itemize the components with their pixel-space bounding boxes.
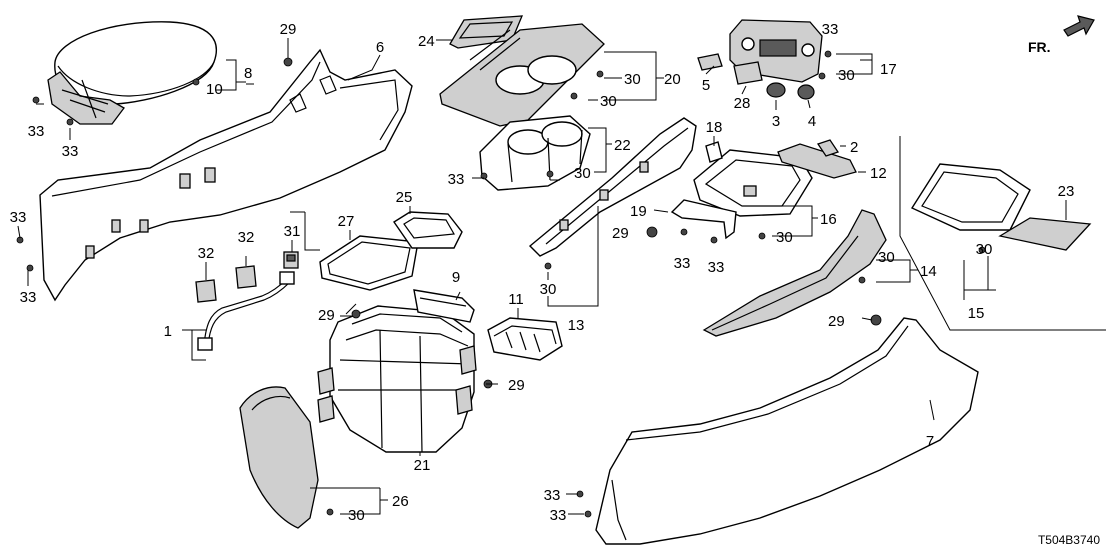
callout-30: 30 <box>540 281 557 298</box>
front-direction-label: FR. <box>1028 39 1051 55</box>
callout-26: 26 <box>392 493 409 510</box>
callout-29: 29 <box>318 307 335 324</box>
callout-3: 3 <box>772 113 780 130</box>
rear-panel-part <box>39 48 413 302</box>
side-panel-part <box>595 317 979 545</box>
callout-10: 10 <box>206 81 223 98</box>
callout-33: 33 <box>708 259 725 276</box>
callout-13: 13 <box>568 317 585 334</box>
fastener-icons <box>16 50 986 518</box>
callout-14: 14 <box>920 263 937 280</box>
console-box-part <box>317 305 477 453</box>
callout-23: 23 <box>1058 183 1075 200</box>
callout-15: 15 <box>968 305 985 322</box>
inset-frame <box>899 136 1106 331</box>
callout-33: 33 <box>448 171 465 188</box>
callout-33: 33 <box>544 487 561 504</box>
callout-33: 33 <box>674 255 691 272</box>
callout-labels: 1 2 3 4 5 6 7 8 9 10 11 12 13 14 15 16 1… <box>10 21 1101 547</box>
callout-9: 9 <box>452 269 460 286</box>
callout-25: 25 <box>396 189 413 206</box>
callout-6: 6 <box>376 39 384 56</box>
callout-30: 30 <box>976 241 993 258</box>
callout-31: 31 <box>284 223 301 240</box>
bracket-part <box>670 199 737 240</box>
callout-33: 33 <box>10 209 27 226</box>
callout-24: 24 <box>418 33 435 50</box>
mat-part <box>998 217 1092 251</box>
callout-28: 28 <box>734 95 751 112</box>
front-direction-icon <box>1063 15 1095 37</box>
callout-19: 19 <box>630 203 647 220</box>
callout-27: 27 <box>338 213 355 230</box>
callout-29: 29 <box>828 313 845 330</box>
cover-plate-part <box>777 143 857 179</box>
side-cover-part <box>239 386 319 529</box>
callout-12: 12 <box>870 165 887 182</box>
callout-5: 5 <box>702 77 710 94</box>
callout-30: 30 <box>600 93 617 110</box>
callout-30: 30 <box>574 165 591 182</box>
armrest-lid-part <box>47 21 218 125</box>
harness-part <box>197 271 295 351</box>
callout-16: 16 <box>820 211 837 228</box>
cup-holder-panel-part <box>439 23 605 127</box>
callout-29: 29 <box>508 377 525 394</box>
callout-17: 17 <box>880 61 897 78</box>
callout-32: 32 <box>198 245 215 262</box>
callout-1: 1 <box>164 323 172 340</box>
callout-11: 11 <box>508 291 524 308</box>
side-trim-part <box>702 209 887 337</box>
trim-bezel-part <box>449 15 524 49</box>
callout-33: 33 <box>28 123 45 140</box>
diagram-code: T504B3740 <box>1038 533 1100 547</box>
leader-lines <box>17 38 1067 515</box>
storage-tray-part <box>910 163 1031 231</box>
connector-part <box>283 251 299 269</box>
callout-29: 29 <box>612 225 629 242</box>
callout-33: 33 <box>20 289 37 306</box>
bracket-part <box>413 289 475 323</box>
callout-33: 33 <box>62 143 79 160</box>
callout-33: 33 <box>822 21 839 38</box>
callout-29: 29 <box>280 21 297 38</box>
switch-part <box>697 53 815 100</box>
callout-4: 4 <box>808 113 816 130</box>
callout-32: 32 <box>238 229 255 246</box>
clip-part <box>195 265 257 303</box>
mat-part <box>319 235 419 291</box>
callout-30: 30 <box>348 507 365 524</box>
callout-30: 30 <box>624 71 641 88</box>
callout-8: 8 <box>244 65 252 82</box>
callout-30: 30 <box>776 229 793 246</box>
callout-18: 18 <box>706 119 723 136</box>
callout-30: 30 <box>878 249 895 266</box>
callout-21: 21 <box>414 457 431 474</box>
callout-22: 22 <box>614 137 631 154</box>
callout-7: 7 <box>926 433 934 450</box>
console-bracket-part <box>693 149 813 217</box>
center-trim-part <box>528 117 697 257</box>
callout-33: 33 <box>550 507 567 524</box>
callout-30: 30 <box>838 67 855 84</box>
cup-holder-part <box>479 115 591 191</box>
callout-20: 20 <box>664 71 681 88</box>
callout-2: 2 <box>850 139 858 156</box>
clip-part <box>816 139 840 157</box>
holder-part <box>487 317 563 361</box>
